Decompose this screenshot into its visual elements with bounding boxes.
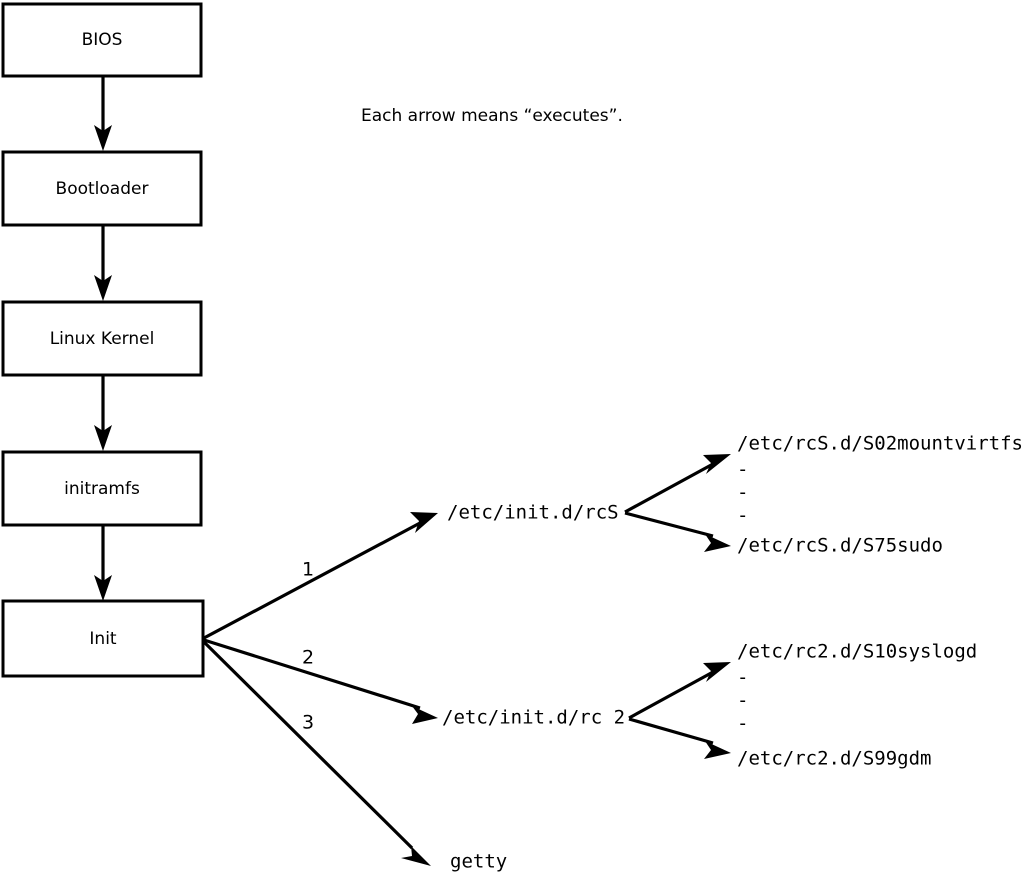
node-linux-kernel: Linux Kernel: [1, 300, 203, 377]
script-getty-label: getty: [450, 851, 507, 873]
edge-initramfs-to-init: [94, 525, 112, 601]
init-box: [1, 599, 205, 678]
bootloader-box: [1, 150, 203, 227]
script-rcs-label: /etc/init.d/rcS: [447, 502, 619, 524]
arrowhead-icon: [410, 512, 438, 533]
branch-number-1: 1: [302, 559, 314, 581]
arrowhead-icon: [401, 846, 431, 866]
arrowhead-icon: [94, 125, 112, 151]
linux-kernel-box: [1, 300, 203, 377]
arrowhead-icon: [94, 575, 112, 601]
arrowhead-icon: [703, 454, 731, 474]
edge-rc2-to-last-child: [628, 717, 731, 759]
rc2-ellipsis-dash: -: [737, 713, 748, 735]
arrowhead-icon: [704, 741, 731, 759]
rcs-ellipsis-dash: -: [737, 505, 748, 527]
bootloader-label: Bootloader: [56, 179, 149, 199]
arrowhead-icon: [412, 706, 438, 724]
arrowhead-icon: [94, 425, 112, 451]
edge-rcs-to-last-child: [624, 511, 731, 552]
init-label: Init: [89, 629, 117, 649]
edge-bios-to-bootloader: [94, 76, 112, 151]
rc2-ellipsis-dash: -: [737, 690, 748, 712]
node-initramfs: initramfs: [1, 450, 203, 527]
bios-box: [1, 2, 203, 78]
node-init: Init: [1, 599, 205, 678]
legend-note: Each arrow means “executes”.: [361, 106, 623, 126]
arrowhead-icon: [94, 275, 112, 301]
edge-bootloader-to-kernel: [94, 225, 112, 301]
script-rc2-label: /etc/init.d/rc 2: [442, 707, 625, 729]
rcs-ellipsis-dash: -: [737, 482, 748, 504]
node-bootloader: Bootloader: [1, 150, 203, 227]
edge-init-to-rc2: [203, 638, 438, 724]
edge-rcs-to-first-child: [624, 454, 731, 514]
edge-rc2-to-first-child: [628, 662, 731, 720]
initramfs-label: initramfs: [64, 479, 140, 499]
arrowhead-icon: [704, 534, 731, 552]
edge-init-to-getty: [202, 640, 431, 866]
linux-kernel-label: Linux Kernel: [50, 329, 155, 349]
rcs-ellipsis-dash: -: [737, 459, 748, 481]
branch-number-2: 2: [302, 647, 314, 669]
edge-init-to-rcs: [203, 512, 438, 640]
edge-kernel-to-initramfs: [94, 375, 112, 451]
branch-number-3: 3: [302, 712, 314, 734]
arrowhead-icon: [703, 662, 731, 682]
rcs-child-last-label: /etc/rcS.d/S75sudo: [737, 535, 943, 557]
rc2-child-last-label: /etc/rc2.d/S99gdm: [737, 748, 931, 770]
rc2-ellipsis-dash: -: [737, 667, 748, 689]
bios-label: BIOS: [82, 30, 123, 50]
rcs-child-first-label: /etc/rcS.d/S02mountvirtfs: [737, 433, 1023, 455]
node-bios: BIOS: [1, 2, 203, 78]
rc2-child-first-label: /etc/rc2.d/S10syslogd: [737, 641, 977, 663]
